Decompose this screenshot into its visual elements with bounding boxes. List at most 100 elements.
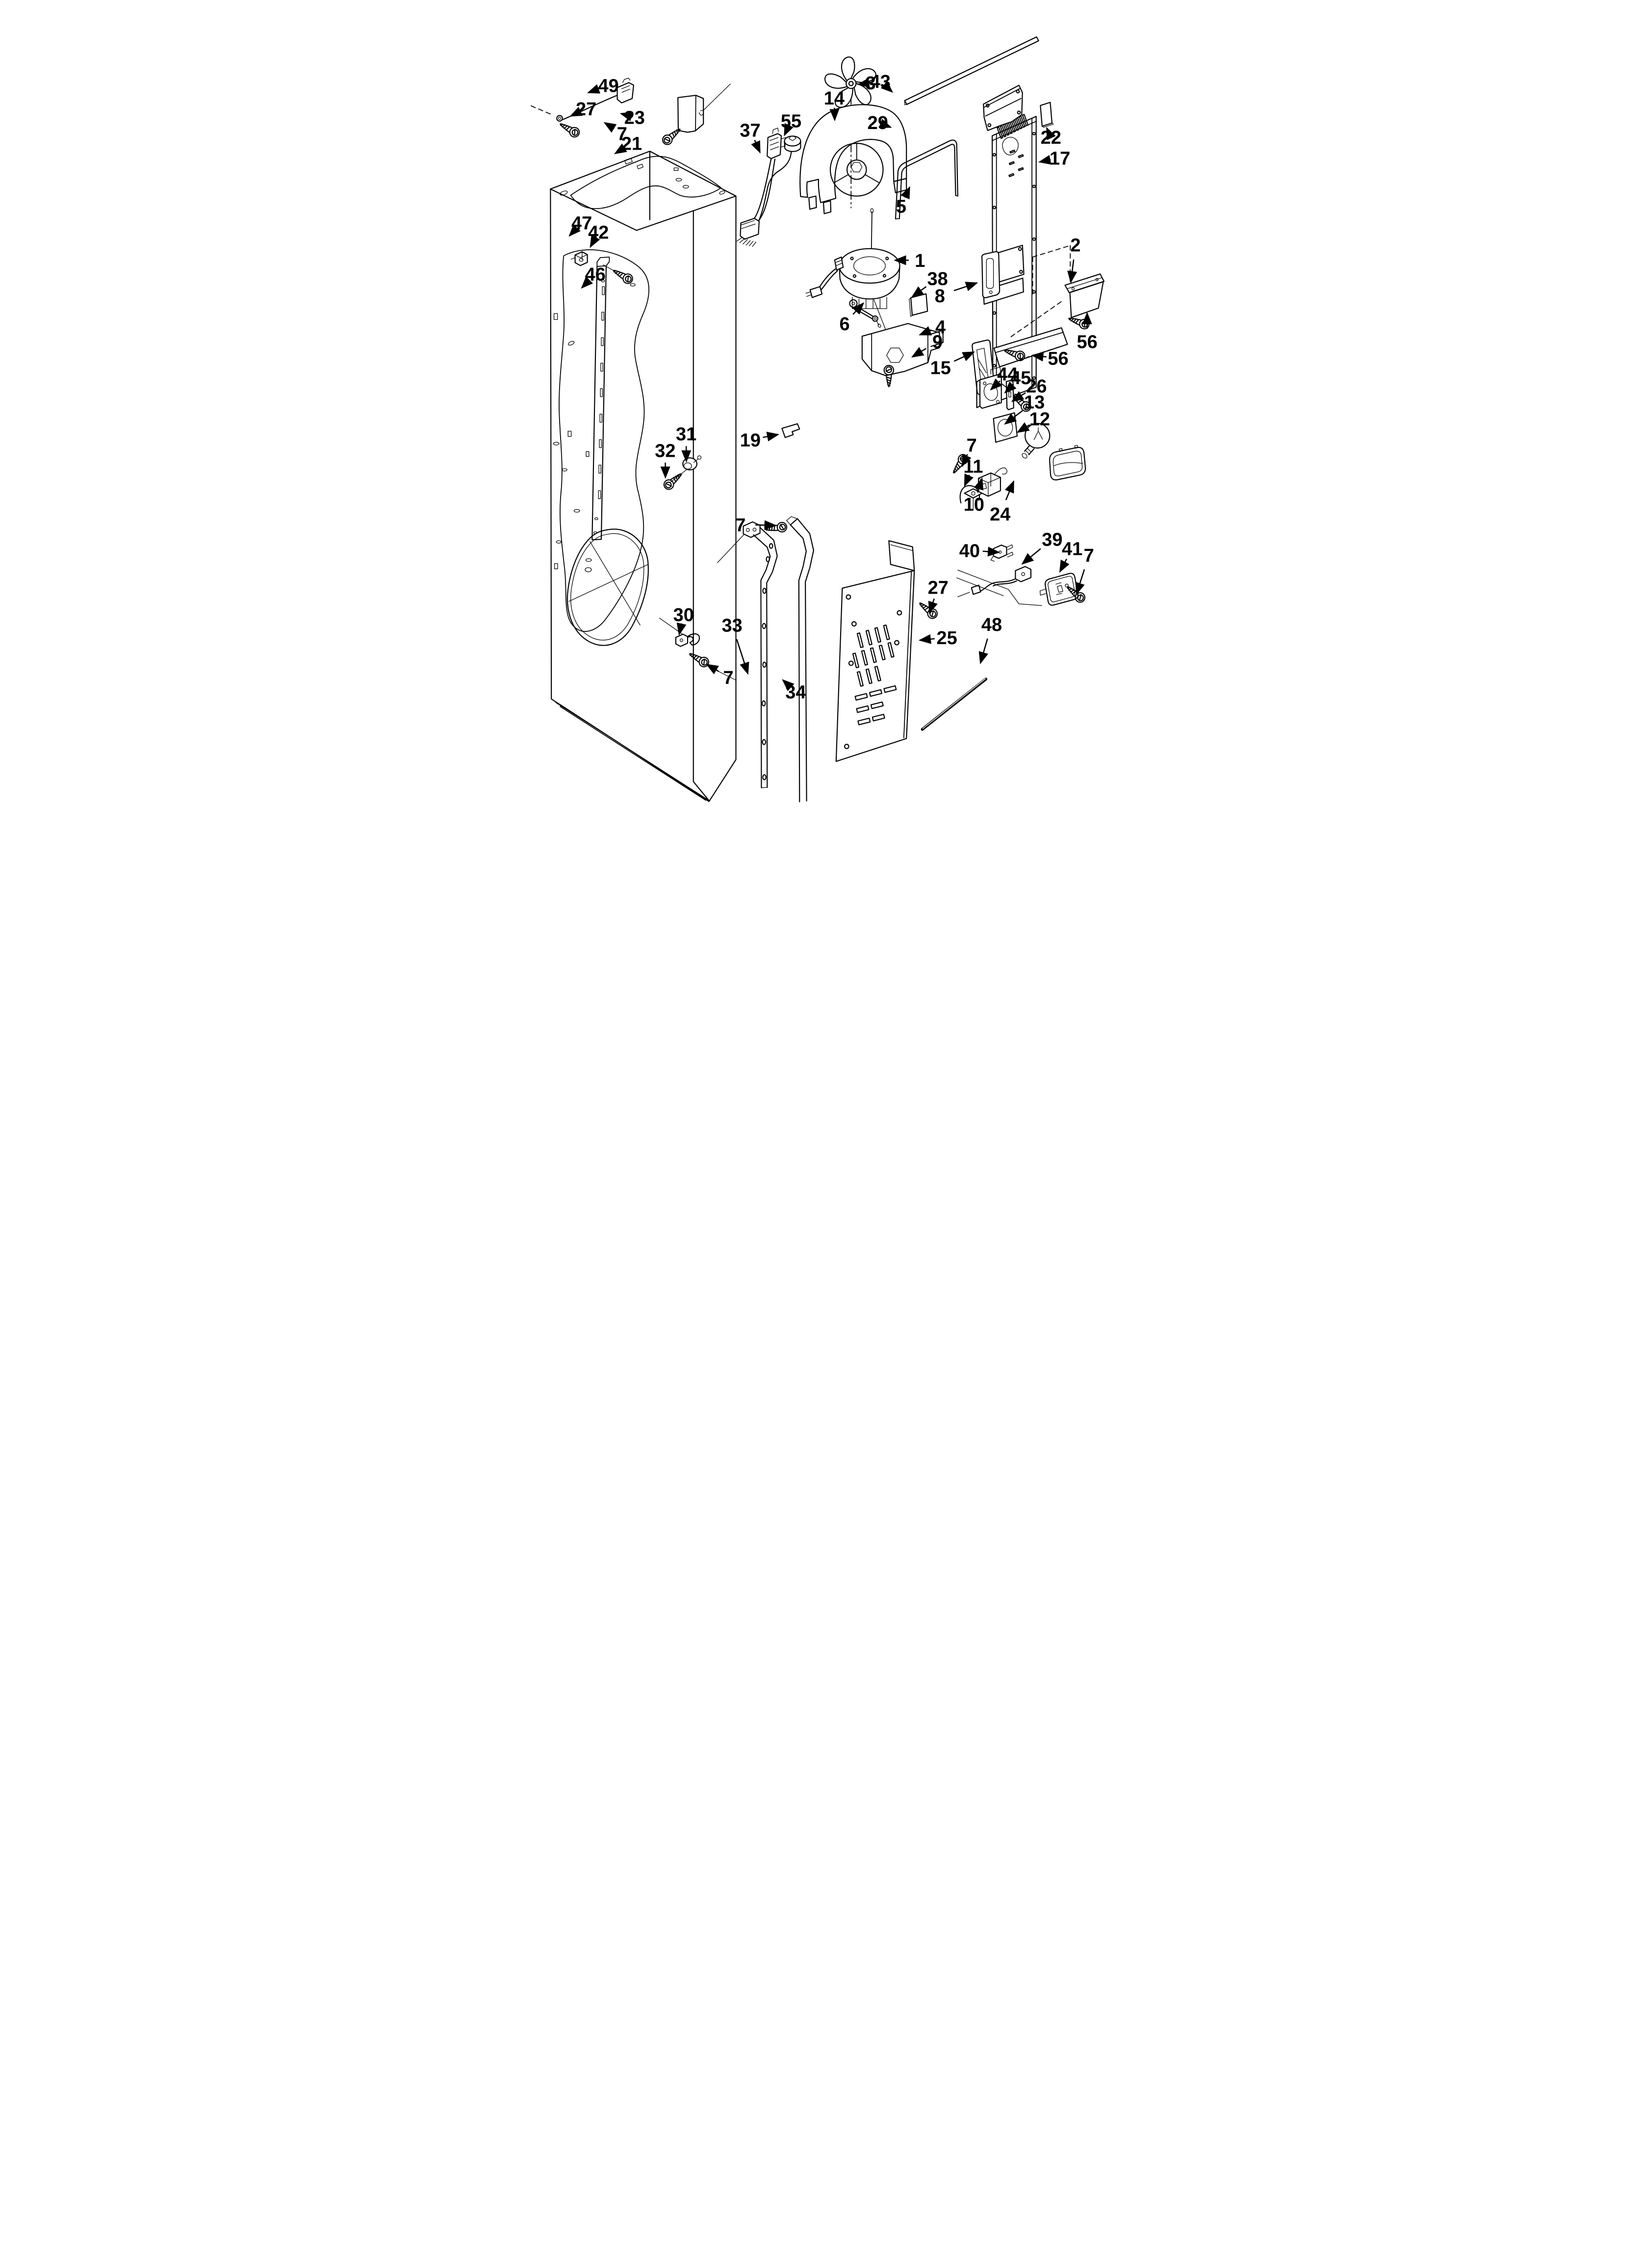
rail-33 bbox=[717, 521, 778, 788]
part-number-label: 27 bbox=[576, 99, 596, 120]
leader-arrow-41 bbox=[1059, 558, 1070, 573]
leader-arrow-22 bbox=[1046, 127, 1056, 140]
leader-arrow-6 bbox=[852, 302, 865, 315]
leader-arrow-10 bbox=[974, 477, 984, 493]
part-number-label: 38 bbox=[927, 269, 948, 289]
leader-arrow-47 bbox=[568, 224, 581, 237]
part-number-label: 46 bbox=[585, 264, 606, 285]
part-number-label: 30 bbox=[673, 605, 694, 626]
part-number-label: 45 bbox=[1010, 368, 1031, 389]
part-number-label: 1 bbox=[915, 251, 925, 271]
sensor-39 bbox=[956, 566, 1042, 606]
leader-arrow-24 bbox=[1004, 480, 1014, 500]
top-bracket-29 bbox=[983, 84, 1023, 131]
part-number-label: 15 bbox=[930, 358, 951, 379]
leader-arrow-43 bbox=[880, 80, 894, 93]
heater-rod-48 bbox=[921, 678, 988, 731]
leader-arrow-11 bbox=[964, 473, 974, 487]
bracket-2 bbox=[1064, 273, 1105, 318]
link-6 bbox=[849, 299, 881, 328]
part-number-label: 7 bbox=[1084, 546, 1094, 566]
leader-arrow-21 bbox=[614, 143, 627, 155]
cover-bracket-23 bbox=[677, 83, 731, 133]
light-bulb-12 bbox=[1022, 423, 1051, 459]
part-number-label: 47 bbox=[571, 213, 592, 234]
leader-arrow-45 bbox=[1004, 381, 1017, 394]
leader-arrow-7 bbox=[1075, 569, 1085, 595]
part-number-label: 41 bbox=[1062, 539, 1082, 560]
leader-arrow-7 bbox=[603, 122, 617, 133]
part-number-label: 7 bbox=[723, 668, 734, 688]
part-number-label: 42 bbox=[588, 223, 609, 243]
part-number-label: 7 bbox=[617, 124, 627, 144]
part-number-label: 55 bbox=[781, 111, 801, 131]
gasket-5 bbox=[895, 139, 958, 220]
leader-arrow-3 bbox=[857, 78, 870, 88]
leader-arrow-25 bbox=[918, 634, 935, 644]
screw-7-top bbox=[660, 125, 684, 147]
part-number-label: 23 bbox=[624, 108, 645, 129]
part-number-label: 7 bbox=[967, 435, 977, 456]
leader-arrow-26 bbox=[1011, 391, 1026, 402]
part-number-label: 27 bbox=[928, 577, 949, 598]
part-number-label: 9 bbox=[932, 332, 943, 353]
terminal-40 bbox=[990, 544, 1014, 562]
screw-27-top bbox=[557, 119, 582, 139]
leader-arrow-49 bbox=[587, 84, 601, 94]
part-number-label: 26 bbox=[1026, 376, 1047, 397]
fan-shroud-14 bbox=[799, 104, 907, 214]
screw-7-rail bbox=[764, 521, 788, 535]
part-number-label: 21 bbox=[621, 134, 642, 155]
leader-arrow-4 bbox=[919, 326, 932, 336]
leader-arrow-56 bbox=[1031, 351, 1047, 362]
leader-arrow-34 bbox=[782, 679, 795, 691]
part-number-label: 2 bbox=[1070, 235, 1080, 256]
wire-harness-37 bbox=[736, 128, 801, 247]
part-number-label: 24 bbox=[990, 504, 1010, 525]
leader-arrow-5 bbox=[900, 186, 910, 200]
freezer-liner-parts-diagram: 4927237214742463755143432952217138864915… bbox=[527, 0, 1115, 813]
shelf-track-46 bbox=[591, 257, 610, 541]
leader-arrow-55 bbox=[784, 123, 794, 136]
leader-arrow-27 bbox=[569, 106, 583, 117]
part-number-label: 14 bbox=[824, 88, 845, 109]
leader-arrow-48 bbox=[978, 638, 989, 665]
part-number-label: 13 bbox=[1024, 392, 1045, 413]
leader-arrow-46 bbox=[581, 276, 593, 289]
leader-arrow-30 bbox=[676, 622, 687, 636]
part-number-label: 22 bbox=[1041, 128, 1061, 148]
leader-arrow-44 bbox=[990, 378, 1002, 391]
vent-panel-25 bbox=[835, 540, 915, 762]
leader-arrow-29 bbox=[878, 119, 892, 128]
leader-arrow-27 bbox=[928, 598, 938, 614]
leader-arrow-19 bbox=[763, 432, 780, 442]
trim-strip-43 bbox=[904, 36, 1039, 105]
leader-arrow-42 bbox=[590, 235, 600, 248]
part-number-label: 48 bbox=[981, 615, 1002, 635]
part-number-label: 34 bbox=[785, 682, 806, 703]
leader-arrow-15 bbox=[953, 351, 975, 362]
leader-arrow-8 bbox=[953, 282, 978, 291]
part-number-label: 5 bbox=[896, 196, 906, 217]
part-number-label: 10 bbox=[964, 495, 984, 515]
part-number-label: 7 bbox=[735, 515, 745, 536]
leader-arrow-39 bbox=[1021, 548, 1041, 565]
leader-arrow-14 bbox=[829, 107, 840, 122]
part-number-label: 19 bbox=[740, 430, 761, 451]
label-chip-19 bbox=[781, 423, 800, 438]
screw-27-vent bbox=[916, 599, 940, 621]
part-number-label: 33 bbox=[722, 615, 743, 636]
part-number-label: 37 bbox=[740, 120, 760, 141]
part-number-label: 3 bbox=[866, 73, 876, 94]
leader-arrow-17 bbox=[1038, 155, 1052, 165]
label-card-22 bbox=[1040, 102, 1054, 128]
wire-lead-49 bbox=[531, 78, 634, 122]
leader-arrow-7 bbox=[706, 664, 719, 675]
leader-arrow-38 bbox=[911, 286, 927, 298]
part-number-label: 12 bbox=[1029, 409, 1050, 430]
part-number-label: 39 bbox=[1042, 530, 1062, 550]
leader-arrow-13 bbox=[1004, 410, 1023, 425]
leader-arrow-33 bbox=[736, 639, 749, 675]
